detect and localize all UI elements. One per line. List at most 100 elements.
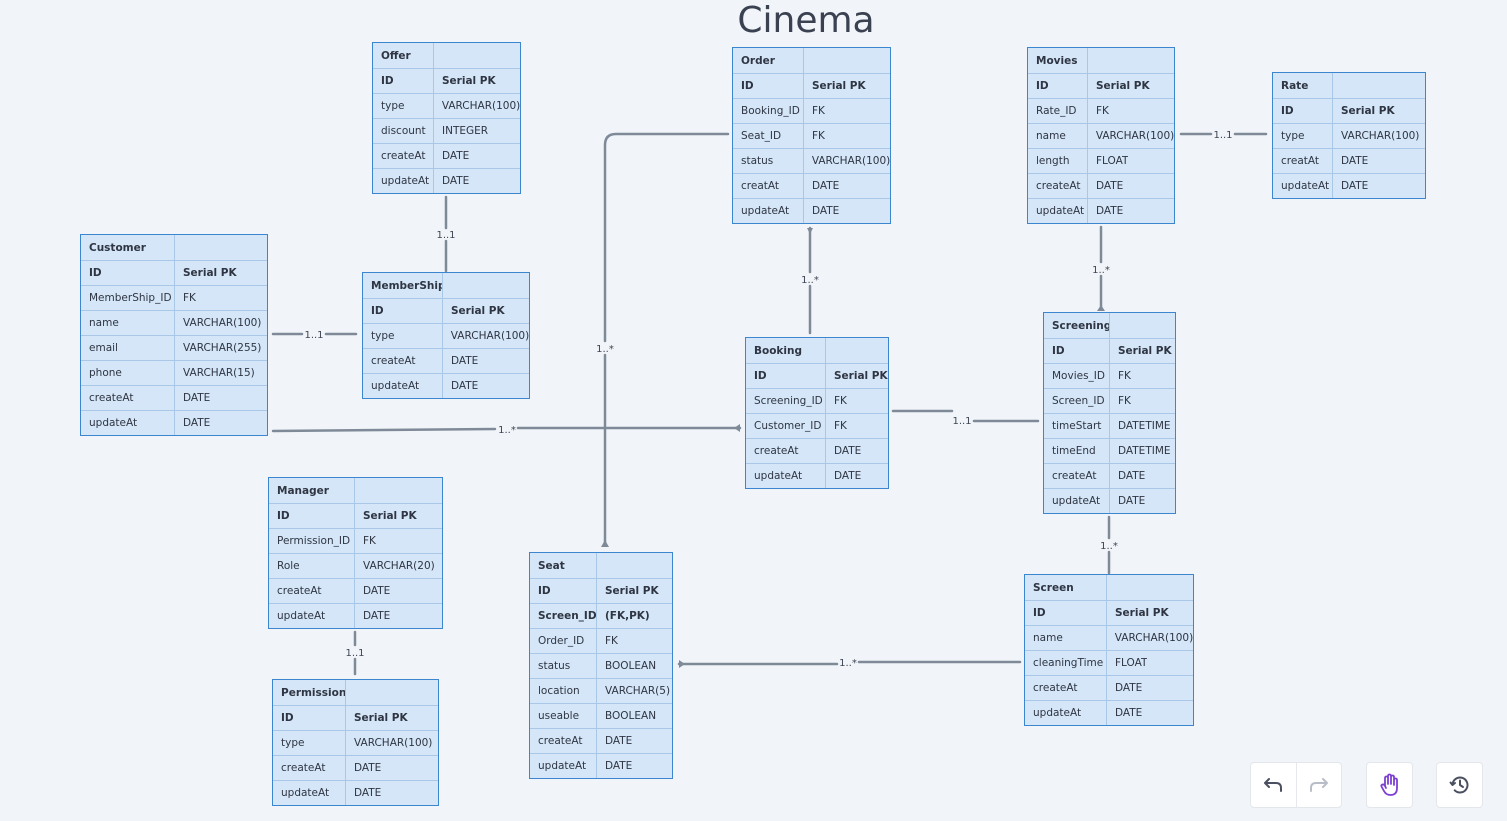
table-header-empty-cell [1088, 48, 1096, 73]
column-type: DATETIME [1118, 420, 1171, 432]
table-header: Manager [269, 478, 442, 503]
table-header: Screening [1044, 313, 1175, 338]
hand-tool-button[interactable] [1367, 763, 1412, 807]
table-name: Customer [81, 235, 175, 260]
column-type: DATE [451, 380, 479, 392]
table-header-empty-cell [346, 680, 354, 705]
table-row: createAt DATE [269, 578, 442, 603]
column-name: createAt [373, 144, 434, 168]
table-row: createAt DATE [373, 143, 520, 168]
column-type: FK [183, 292, 196, 304]
column-type: FLOAT [1115, 657, 1148, 669]
edge-order-seat [603, 132, 730, 547]
column-type: DATE [363, 585, 391, 597]
table-header-empty-cell [826, 338, 834, 363]
column-type: DATE [183, 392, 211, 404]
undo-redo-group [1250, 762, 1342, 808]
redo-button[interactable] [1295, 763, 1342, 807]
hand-icon [1379, 773, 1398, 796]
table-name: Seat [530, 553, 597, 578]
table-header: Offer [373, 43, 520, 68]
column-name: updateAt [733, 199, 804, 223]
history-icon [1449, 776, 1468, 794]
table-name: Order [733, 48, 804, 73]
column-type: Serial PK [363, 510, 417, 522]
column-type: DATE [451, 355, 479, 367]
column-type: DATE [354, 762, 382, 774]
column-name: discount [373, 119, 434, 143]
diagram-title: Cinema [737, 0, 875, 41]
column-name: ID [1025, 601, 1107, 625]
column-type: VARCHAR(15) [183, 367, 255, 379]
column-type: Serial PK [183, 267, 237, 279]
column-type: Serial PK [812, 80, 866, 92]
column-type: DATE [834, 470, 862, 482]
column-type: Serial PK [354, 712, 408, 724]
table-name: Rate [1273, 73, 1333, 98]
svg-text:1..1: 1..1 [345, 648, 364, 659]
table-header-empty-cell [1110, 313, 1118, 338]
column-name: location [530, 679, 597, 703]
table-header: Customer [81, 235, 267, 260]
svg-text:1..*: 1..* [596, 344, 614, 355]
column-name: timeStart [1044, 414, 1110, 438]
column-name: createAt [363, 349, 443, 373]
table-name: Manager [269, 478, 355, 503]
column-type: DATE [442, 150, 470, 162]
table-header: MemberShip [363, 273, 529, 298]
column-name: updateAt [269, 604, 355, 628]
table-header-empty-cell [443, 273, 451, 298]
history-button[interactable] [1437, 763, 1482, 807]
column-name: Order_ID [530, 629, 597, 653]
edge-customer-booking [271, 426, 742, 433]
table-header-empty-cell [1107, 575, 1115, 600]
column-type: FK [812, 130, 825, 142]
column-name: type [273, 731, 346, 755]
column-type: VARCHAR(100) [354, 737, 433, 749]
column-name: ID [733, 74, 804, 98]
column-name: updateAt [1028, 199, 1088, 223]
column-name: createAt [269, 579, 355, 603]
column-name: updateAt [1025, 701, 1107, 725]
column-type: FK [1118, 370, 1131, 382]
column-name: createAt [746, 439, 826, 463]
svg-text:1..*: 1..* [839, 658, 857, 669]
table-name: Permission [273, 680, 346, 705]
column-type: DATE [363, 610, 391, 622]
column-type: DATE [183, 417, 211, 429]
column-type: VARCHAR(20) [363, 560, 435, 572]
column-type: Serial PK [1115, 607, 1169, 619]
table-header-empty-cell [597, 553, 605, 578]
undo-button[interactable] [1251, 763, 1296, 807]
